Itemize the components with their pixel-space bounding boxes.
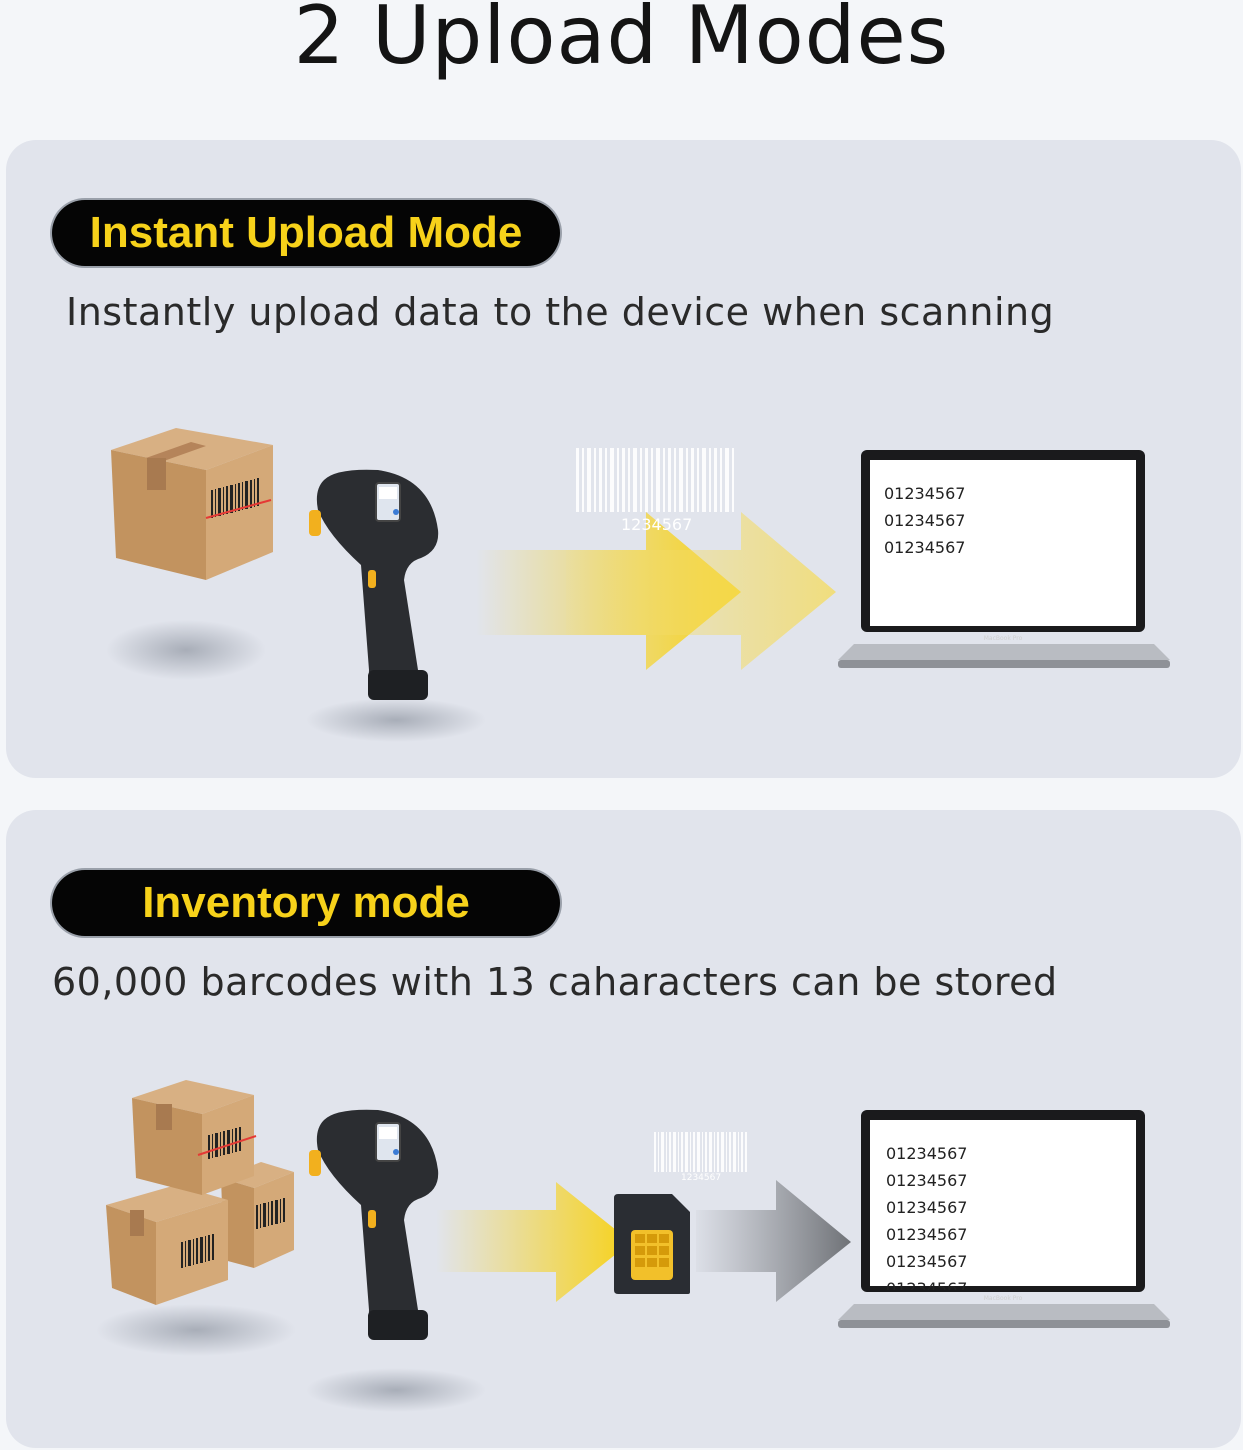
mode-label-instant: Instant Upload Mode (52, 200, 560, 266)
barcode-scanner-icon (309, 1109, 439, 1340)
inventory-illustration: 1234567 MacBook Pro (96, 1080, 1170, 1412)
screen-line: 01234567 (886, 1198, 968, 1217)
screen-line: 01234567 (886, 1171, 968, 1190)
screen-line: 01234567 (886, 1225, 968, 1244)
laptop-brand-label: MacBook Pro (984, 635, 1023, 642)
screen-line: 01234567 (884, 538, 966, 557)
laptop-brand-label: MacBook Pro (984, 1295, 1023, 1302)
barcode-scanner-icon (309, 469, 439, 700)
page-title: 2 Upload Modes (293, 0, 950, 82)
instant-upload-panel: Instant Upload Mode Instantly upload dat… (6, 140, 1241, 778)
laptop-screen-data: 01234567 01234567 01234567 (884, 480, 965, 561)
barcode-graphic (654, 1132, 747, 1172)
barcode-caption: 1234567 (621, 515, 692, 534)
instant-upload-illustration: 1234567 MacBook Pro (106, 428, 1170, 742)
screen-line: 01234567 (884, 484, 966, 503)
mode-label-inventory: Inventory mode (52, 870, 560, 936)
package-box-icon (111, 428, 273, 580)
laptop-icon: MacBook Pro (838, 1110, 1170, 1328)
right-arrow-icon (696, 1180, 851, 1302)
screen-line: 01234567 (884, 511, 966, 530)
barcode-graphic (576, 448, 734, 512)
screen-line: 01234567 (886, 1144, 968, 1163)
package-box-icon (106, 1080, 294, 1305)
barcode-caption: 1234567 (681, 1173, 721, 1183)
sim-card-chip-icon (614, 1194, 690, 1294)
mode-description-instant: Instantly upload data to the device when… (66, 290, 1055, 334)
box-shadow (106, 620, 266, 680)
inventory-panel: Inventory mode 60,000 barcodes with 13 c… (6, 810, 1241, 1448)
right-arrow-icon (436, 1182, 631, 1302)
laptop-screen-data: 01234567 01234567 01234567 01234567 0123… (886, 1140, 967, 1290)
screen-line: 01234567 (886, 1252, 968, 1271)
mode-description-inventory: 60,000 barcodes with 13 caharacters can … (52, 960, 1058, 1004)
right-arrow-icon (476, 512, 836, 670)
screen-line: 01234567 (886, 1279, 968, 1290)
laptop-icon: MacBook Pro (838, 450, 1170, 668)
